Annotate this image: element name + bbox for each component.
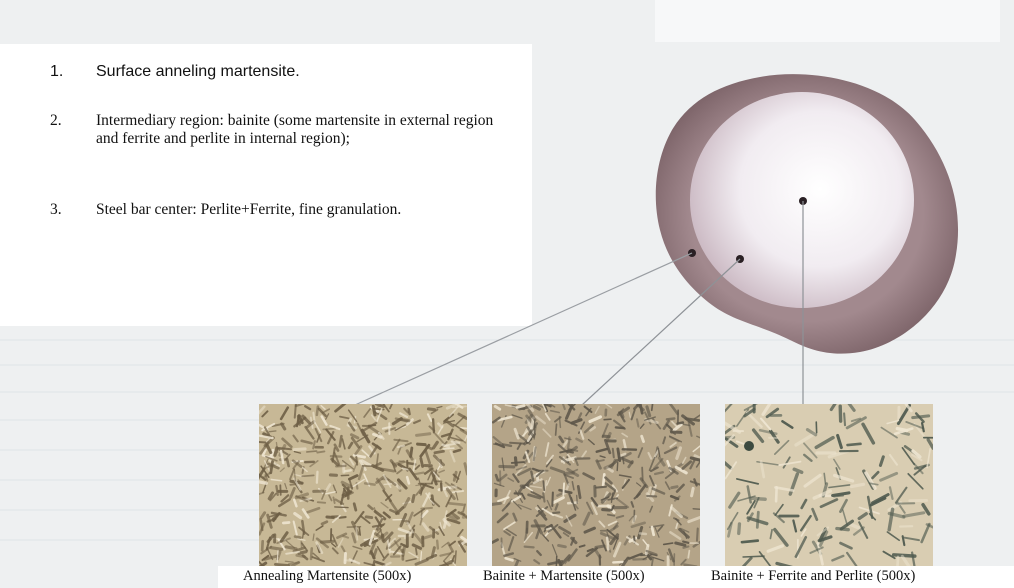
leader-line-intermediary bbox=[582, 259, 740, 405]
leader-line-surface bbox=[355, 253, 692, 405]
caption-bainite-ferrite-perlite: Bainite + Ferrite and Perlite (500x) bbox=[711, 568, 915, 585]
caption-bainite-martensite: Bainite + Martensite (500x) bbox=[483, 568, 645, 585]
caption-annealing-martensite: Annealing Martensite (500x) bbox=[243, 568, 411, 585]
micrograph-bainite-ferrite-perlite bbox=[725, 404, 933, 566]
micrograph-bainite-martensite bbox=[492, 404, 700, 566]
micrograph-annealing-martensite bbox=[259, 404, 467, 566]
